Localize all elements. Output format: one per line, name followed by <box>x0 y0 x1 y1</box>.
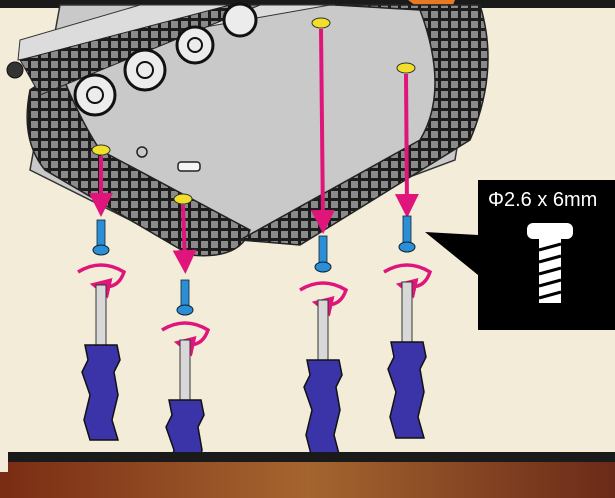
left-track <box>26 68 251 257</box>
screw-icon <box>527 223 573 303</box>
screw-2 <box>176 279 194 316</box>
hole-marker <box>311 17 331 29</box>
screw-hole-markers <box>91 17 416 205</box>
clockwise-arrow-icon <box>383 263 433 299</box>
insert-arrows <box>89 28 419 274</box>
down-arrow-icon <box>172 204 197 274</box>
clockwise-arrow-icon <box>299 281 349 317</box>
screw-3 <box>314 235 332 273</box>
road-wheel <box>73 73 117 117</box>
road-wheel <box>123 48 167 92</box>
hole-marker <box>173 193 193 205</box>
bottom-band <box>0 462 615 498</box>
clockwise-arrow-icon <box>161 321 211 357</box>
clockwise-arrow-icon <box>77 263 127 299</box>
down-arrow-icon <box>394 73 419 218</box>
hole-marker <box>91 144 111 156</box>
screwdriver-3 <box>303 299 343 459</box>
screw-spec-label: Φ2.6 x 6mm <box>488 189 598 211</box>
road-wheel <box>175 25 215 65</box>
hole-marker <box>396 62 416 74</box>
rotation-arrows <box>77 263 433 357</box>
screw-spec-callout <box>425 180 615 330</box>
bottom-band-dark <box>0 452 615 462</box>
road-wheel <box>222 2 258 38</box>
hull-cap <box>6 61 24 79</box>
down-arrow-icon <box>310 28 335 234</box>
screw-1 <box>92 219 110 256</box>
screw-4 <box>398 215 416 253</box>
top-band <box>0 0 615 8</box>
screwdriver-1 <box>81 284 121 441</box>
right-track <box>237 4 489 246</box>
tank-underside <box>6 2 489 257</box>
screwdriver-4 <box>387 281 427 439</box>
